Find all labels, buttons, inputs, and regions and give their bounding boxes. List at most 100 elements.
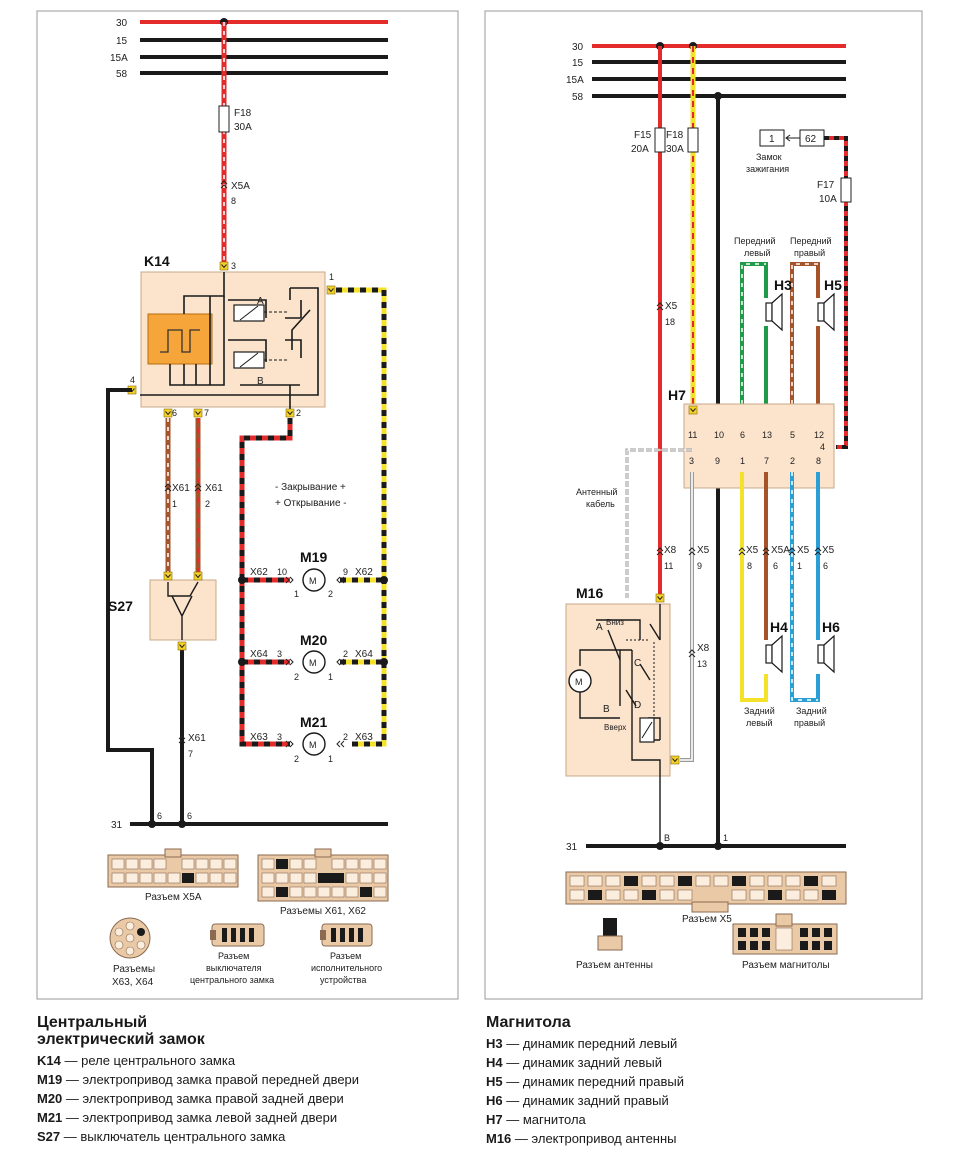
caption-central-lock: Центральный электрический замок K14 — ре… xyxy=(37,1014,359,1146)
left-bus-15a: 15A xyxy=(110,53,128,64)
plug-actuator-drawing xyxy=(320,923,373,947)
right-fuse-f17-rating: 10A xyxy=(819,194,837,205)
left-conn-x5a-pin: 8 xyxy=(231,196,236,206)
plug-x5-cells xyxy=(569,875,837,901)
right-ground-pin-1: 1 xyxy=(723,833,728,843)
left-bus-15: 15 xyxy=(116,36,128,47)
svg-text:6: 6 xyxy=(740,430,745,440)
speaker-h3-symbol xyxy=(765,292,783,332)
right-conn-x5-18: 18 xyxy=(665,317,675,327)
plug-radio-label: Разъем магнитолы xyxy=(742,960,830,971)
ignition-label-1: Замок xyxy=(756,152,782,162)
relay-k14-label: K14 xyxy=(144,253,170,269)
speaker-h5-caption-1: Передний xyxy=(790,236,832,246)
right-bus-15a: 15A xyxy=(566,75,584,86)
motor-m21: M21 M X63 3 2 X63 2 1 xyxy=(250,714,373,764)
relay-contact-a: A xyxy=(257,296,264,307)
right-conn-x8-a: X8 xyxy=(664,545,677,556)
right-ground-label: 31 xyxy=(566,842,578,853)
plug-x5a-drawing xyxy=(107,848,239,888)
right-fuse-f18-rating: 30A xyxy=(666,144,684,155)
radio-side-pin: 4 xyxy=(820,442,825,452)
relay-pin-4: 4 xyxy=(130,375,135,385)
plug-actuator-label-1: Разъем xyxy=(330,951,361,961)
left-fuse-f18 xyxy=(218,105,230,133)
left-bus-58: 58 xyxy=(116,69,128,80)
speaker-h6-label: H6 xyxy=(822,619,840,635)
radio-h7-box xyxy=(683,403,835,489)
left-ground-label: 31 xyxy=(111,820,123,831)
plug-switch-label-2: выключателя xyxy=(206,963,262,973)
motor-m19: M19 M X62 10 9 X62 1 2 xyxy=(250,549,373,599)
speaker-h5-label: H5 xyxy=(824,277,842,293)
speaker-h4-symbol xyxy=(765,634,783,674)
caption-item-h4: H4 — динамик задний левый xyxy=(486,1055,663,1070)
motor-m20-left-conn: X64 xyxy=(250,649,268,660)
relay-pin-2: 2 xyxy=(296,408,301,418)
left-fuse-name: F18 xyxy=(234,108,252,119)
right-fuse-f15-rating: 20A xyxy=(631,144,649,155)
caption-item-k14: K14 — реле центрального замка xyxy=(37,1053,236,1068)
motor-m19-pin-a: 1 xyxy=(294,589,299,599)
svg-text:5: 5 xyxy=(790,430,795,440)
relay-internal-wiring xyxy=(140,272,319,410)
right-fuse-f18 xyxy=(687,127,699,153)
radio-h7-label: H7 xyxy=(668,387,686,403)
plug-antenna-label: Разъем антенны xyxy=(576,960,653,971)
right-conn-x8-b: X8 xyxy=(697,643,710,654)
right-bus-bars xyxy=(592,42,846,100)
right-bus-15: 15 xyxy=(572,58,584,69)
motor-m21-right-conn: X63 xyxy=(355,732,373,743)
svg-text:11: 11 xyxy=(688,430,697,440)
right-fuse-f18-name: F18 xyxy=(666,130,684,141)
caption-item-m21: M21 — электропривод замка левой задней д… xyxy=(37,1110,338,1125)
left-switch-wires xyxy=(106,388,201,824)
speaker-h3-caption-1: Передний xyxy=(734,236,776,246)
plug-x63-x64-drawing xyxy=(109,917,151,959)
motor-m19-right-pin: 9 xyxy=(343,567,348,577)
right-panel-frame xyxy=(484,10,923,1000)
caption-central-lock-list: K14 — реле центрального замка M19 — элек… xyxy=(37,1051,359,1146)
right-conn-x8-13: 13 xyxy=(697,659,707,669)
caption-radio-list: H3 — динамик передний левый H4 — динамик… xyxy=(486,1034,684,1148)
right-conn-x5a-6: 6 xyxy=(773,561,778,571)
right-conn-x5-d: X5 xyxy=(797,545,810,556)
svg-text:M: M xyxy=(309,576,317,586)
speaker-h6-caption-2: правый xyxy=(794,718,825,728)
caption-item-h5: H5 — динамик передний правый xyxy=(486,1074,684,1089)
motor-m20-pin-b: 1 xyxy=(328,672,333,682)
right-ignition-wire xyxy=(824,136,848,449)
relay-pin-6: 6 xyxy=(172,408,177,418)
caption-item-m20: M20 — электропривод замка правой задней … xyxy=(37,1091,344,1106)
left-red-black-wire xyxy=(238,418,293,747)
switch-s27-label: S27 xyxy=(108,598,133,614)
motor-m19-pin-b: 2 xyxy=(328,589,333,599)
speaker-h5-caption-2: правый xyxy=(794,248,825,258)
motor-m19-left-conn: X62 xyxy=(250,567,268,578)
front-speaker-wires xyxy=(740,262,820,404)
speaker-h4-caption-1: Задний xyxy=(744,706,775,716)
right-conn-x5-b: X5 xyxy=(697,545,710,556)
relay-pin-3: 3 xyxy=(231,261,236,271)
plug-x5a-label: Разъем X5A xyxy=(145,892,202,903)
right-conn-x5-8: 8 xyxy=(747,561,752,571)
motor-m20: M20 M X64 3 2 X64 2 1 xyxy=(250,632,373,682)
left-ground-pin-a: 6 xyxy=(157,811,162,821)
plug-switch-drawing xyxy=(210,923,265,947)
motor-m20-pin-a: 2 xyxy=(294,672,299,682)
right-rear-wires xyxy=(680,472,820,762)
antenna-cable-label-1: Антенный xyxy=(576,487,617,497)
switch-s27-box xyxy=(149,579,217,641)
relay-pin-1: 1 xyxy=(329,272,334,282)
caption-item-m16: M16 — электропривод антенны xyxy=(486,1131,677,1146)
right-ground-pin-b: B xyxy=(664,833,670,843)
motor-m21-pin-a: 2 xyxy=(294,754,299,764)
right-fuse-f17-name: F17 xyxy=(817,180,835,191)
right-conn-x5-6: 6 xyxy=(823,561,828,571)
speaker-h3-caption-2: левый xyxy=(744,248,771,258)
motor-m21-left-pin: 3 xyxy=(277,732,282,742)
svg-text:7: 7 xyxy=(764,456,769,466)
right-conn-x5-e: X5 xyxy=(822,545,835,556)
right-conn-x5-c: X5 xyxy=(746,545,759,556)
caption-item-s27: S27 — выключатель центрального замка xyxy=(37,1129,286,1144)
